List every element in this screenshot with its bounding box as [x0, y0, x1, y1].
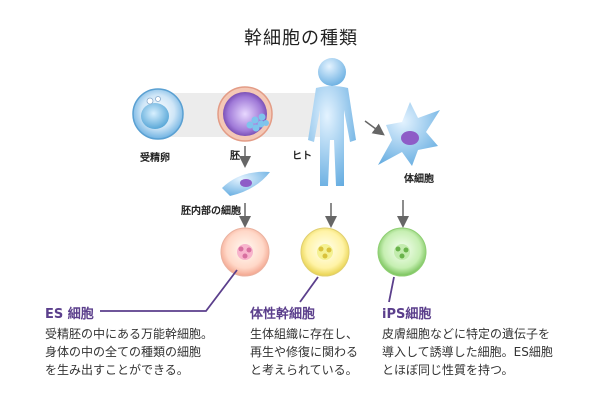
- human-figure-illustration: [308, 58, 356, 186]
- label-inner-cell-mass: 胚内部の細胞: [181, 206, 241, 217]
- ips-description-line: とほぼ同じ性質を持つ。: [382, 363, 514, 377]
- label-fertilized-egg: 受精卵: [140, 153, 170, 164]
- es-cell-description: 受精胚の中にある万能幹細胞。 身体の中の全ての種類の細胞 を生み出すことができる…: [45, 325, 213, 379]
- es-connector-line: [100, 269, 238, 312]
- label-somatic-cell: 体細胞: [404, 174, 434, 185]
- ips-description-line: 導入して誘導した細胞。ES細胞: [382, 345, 553, 359]
- somatic-description-line: 再生や修復に関わる: [250, 345, 359, 359]
- inner-cell-mass-cell-illustration: [222, 171, 270, 196]
- ips-cell-description: 皮膚細胞などに特定の遺伝子を 導入して誘導した細胞。ES細胞 とほぼ同じ性質を持…: [382, 325, 553, 379]
- es-cell-heading: ES 細胞: [45, 307, 94, 322]
- es-description-line: を生み出すことができる。: [45, 363, 189, 377]
- somatic-description-line: と考えられている。: [250, 363, 358, 377]
- es-description-line: 受精胚の中にある万能幹細胞。: [45, 327, 214, 341]
- embryo-illustration: [217, 86, 273, 142]
- ips-cell-illustration: [377, 227, 427, 277]
- label-human: ヒト: [292, 151, 312, 162]
- diagram-title: 幹細胞の種類: [244, 28, 358, 49]
- es-description-line: 身体の中の全ての種類の細胞: [45, 345, 202, 359]
- somatic-stem-connector-line: [299, 276, 319, 303]
- somatic-cell-illustration: [378, 102, 440, 166]
- somatic-stem-cell-heading: 体性幹細胞: [250, 307, 316, 322]
- arrow-human-to-somatic-cell: [364, 120, 385, 136]
- ips-cell-heading: iPS細胞: [382, 307, 432, 322]
- label-embryo: 胚: [230, 151, 240, 162]
- es-cell-illustration: [220, 227, 270, 277]
- ips-connector-line: [388, 276, 395, 303]
- ips-description-line: 皮膚細胞などに特定の遺伝子を: [382, 327, 551, 341]
- fertilized-egg-illustration: [132, 88, 184, 140]
- somatic-stem-cell-description: 生体組織に存在し、 再生や修復に関わる と考えられている。: [250, 325, 358, 379]
- somatic-stem-cell-illustration: [300, 227, 350, 277]
- somatic-description-line: 生体組織に存在し、: [250, 327, 359, 341]
